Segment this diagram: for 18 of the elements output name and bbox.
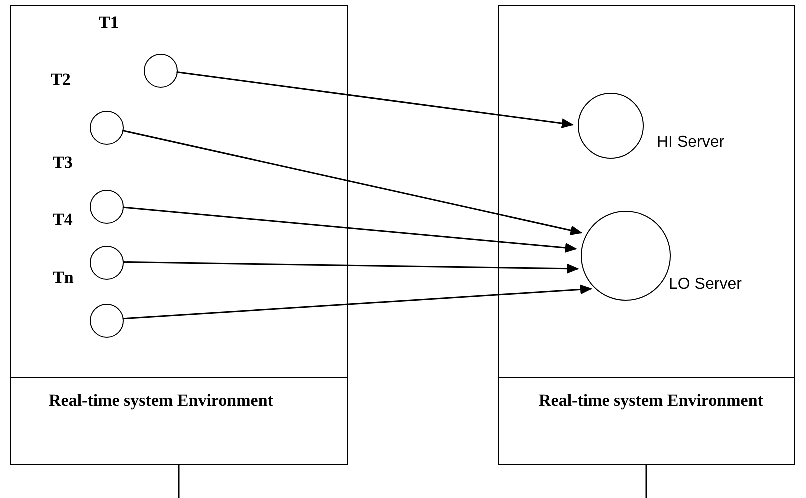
task-label: T1 [99, 13, 119, 33]
server-label: LO Server [669, 276, 742, 294]
system-panel [498, 5, 795, 465]
environment-section: Real-time system Environment [499, 377, 794, 464]
task-label: Tn [53, 268, 74, 288]
task-label: T3 [53, 153, 73, 173]
connector-line [646, 465, 648, 498]
connector-line [178, 465, 180, 498]
system-panel [10, 5, 348, 465]
task-label: T4 [53, 210, 73, 230]
arrow [122, 262, 580, 274]
arrow [122, 206, 578, 253]
arrow [122, 284, 593, 320]
server-label: HI Server [657, 134, 725, 152]
task-label: T2 [51, 70, 71, 90]
arrow [176, 72, 574, 128]
arrow [122, 130, 583, 236]
environment-section: Real-time system Environment [11, 377, 347, 464]
